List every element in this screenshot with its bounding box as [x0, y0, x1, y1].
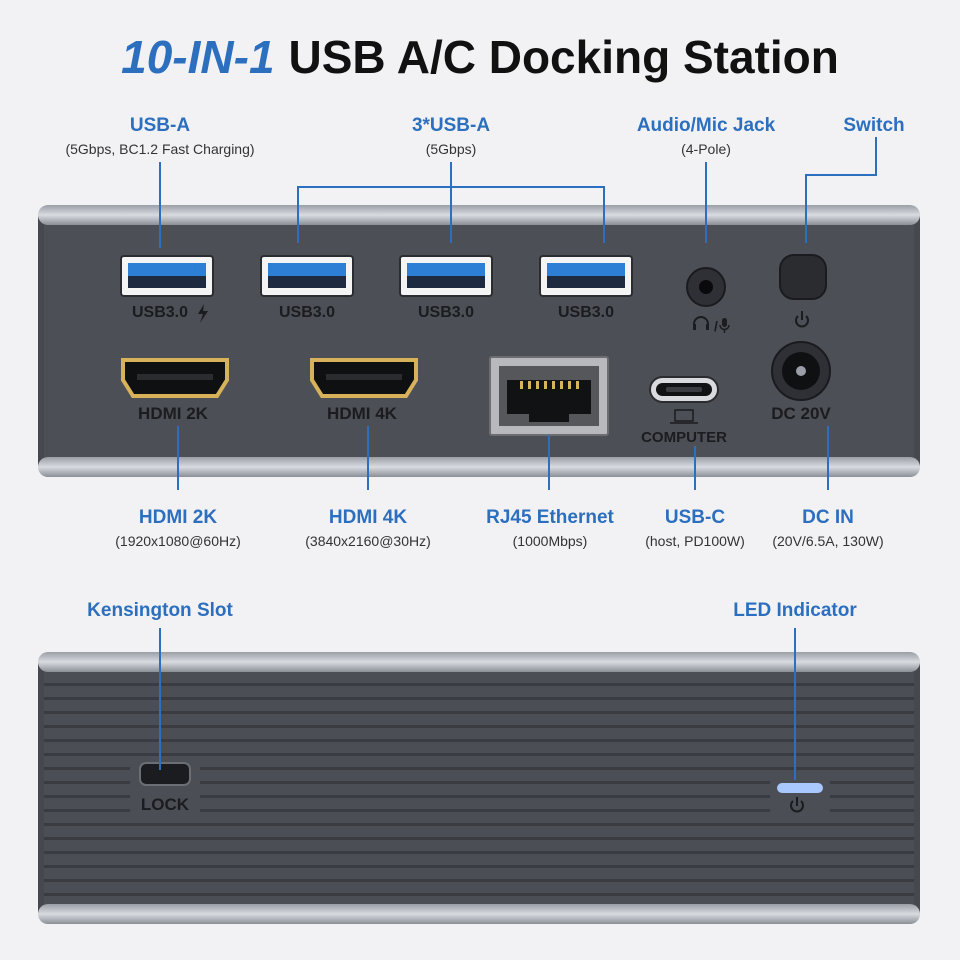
- callout-hdmi4k-title: HDMI 4K: [328, 507, 408, 528]
- hdmi4k-text: HDMI 4K: [327, 404, 398, 423]
- callout-usb-a3-title: 3*USB-A: [411, 115, 491, 136]
- callout-lines-top: [159, 137, 877, 248]
- callout-lines-bottom: [177, 426, 829, 490]
- callout-switch: Switch: [843, 115, 904, 137]
- usb1-text: USB3.0: [132, 304, 188, 321]
- callout-hdmi2k: HDMI 2K (1920x1080@60Hz): [115, 507, 241, 549]
- power-switch: [779, 254, 827, 300]
- callout-hdmi2k-sub: (1920x1080@60Hz): [115, 533, 241, 549]
- headphone-mic-icon: /: [693, 316, 730, 334]
- callout-rj45-sub: (1000Mbps): [512, 533, 588, 549]
- svg-text:/: /: [714, 318, 718, 334]
- callout-dcin-sub: (20V/6.5A, 130W): [772, 533, 884, 549]
- callout-lines-back: [159, 628, 796, 780]
- callout-hdmi4k-sub: (3840x2160@30Hz): [305, 533, 431, 549]
- callout-led-title: LED Indicator: [733, 600, 857, 621]
- title-accent: 10-IN-1: [121, 31, 275, 83]
- hdmi-2k-port: [121, 358, 229, 398]
- usb-port-2: [260, 255, 354, 297]
- lightning-bolt-icon: [198, 304, 208, 323]
- usb-port-3: [399, 255, 493, 297]
- callout-dcin-title: DC IN: [802, 507, 854, 528]
- callout-audio-title: Audio/Mic Jack: [636, 115, 776, 136]
- callout-rj45: RJ45 Ethernet (1000Mbps): [486, 507, 614, 549]
- callout-kensington: Kensington Slot: [87, 600, 233, 622]
- front-panel: [38, 205, 920, 477]
- callout-kensington-title: Kensington Slot: [87, 600, 233, 621]
- callout-led: LED Indicator: [733, 600, 857, 622]
- laptop-icon: [670, 409, 698, 424]
- power-icon-back: [790, 797, 804, 813]
- dc-in-port: [771, 341, 831, 401]
- audio-jack: [686, 267, 726, 307]
- computer-text: COMPUTER: [641, 429, 727, 446]
- lock-text: LOCK: [141, 795, 190, 814]
- usb-port-4: [539, 255, 633, 297]
- callout-dcin: DC IN (20V/6.5A, 130W): [772, 507, 883, 549]
- hdmi-4k-port: [310, 358, 418, 398]
- usb2-text: USB3.0: [279, 304, 335, 321]
- callout-usb-a: USB-A (5Gbps, BC1.2 Fast Charging): [65, 115, 254, 157]
- callout-hdmi2k-title: HDMI 2K: [138, 507, 218, 528]
- power-icon: [795, 311, 809, 328]
- callout-switch-title: Switch: [843, 115, 905, 136]
- usb-c-port: [649, 376, 719, 403]
- callout-usb-a-sub: (5Gbps, BC1.2 Fast Charging): [65, 141, 255, 157]
- callout-usb-a3: 3*USB-A (5Gbps): [412, 115, 490, 157]
- dc-text: DC 20V: [771, 404, 831, 423]
- callout-usb-a-title: USB-A: [129, 115, 191, 136]
- callout-audio: Audio/Mic Jack (4-Pole): [637, 115, 775, 157]
- callout-usbc-title: USB-C: [664, 507, 726, 528]
- kensington-slot: [130, 756, 200, 812]
- callout-usb-a3-sub: (5Gbps): [425, 141, 477, 157]
- hdmi2k-text: HDMI 2K: [138, 404, 209, 423]
- callout-usbc: USB-C (host, PD100W): [645, 507, 745, 549]
- led-indicator: [770, 776, 830, 818]
- callout-rj45-title: RJ45 Ethernet: [486, 507, 614, 528]
- callout-audio-sub: (4-Pole): [681, 141, 731, 157]
- callout-usbc-sub: (host, PD100W): [645, 533, 745, 549]
- rj45-port: [489, 356, 609, 436]
- title-main: USB A/C Docking Station: [288, 31, 839, 83]
- callout-hdmi4k: HDMI 4K (3840x2160@30Hz): [305, 507, 431, 549]
- usb-port-1: [120, 255, 214, 297]
- usb3-text: USB3.0: [418, 304, 474, 321]
- usb4-text: USB3.0: [558, 304, 614, 321]
